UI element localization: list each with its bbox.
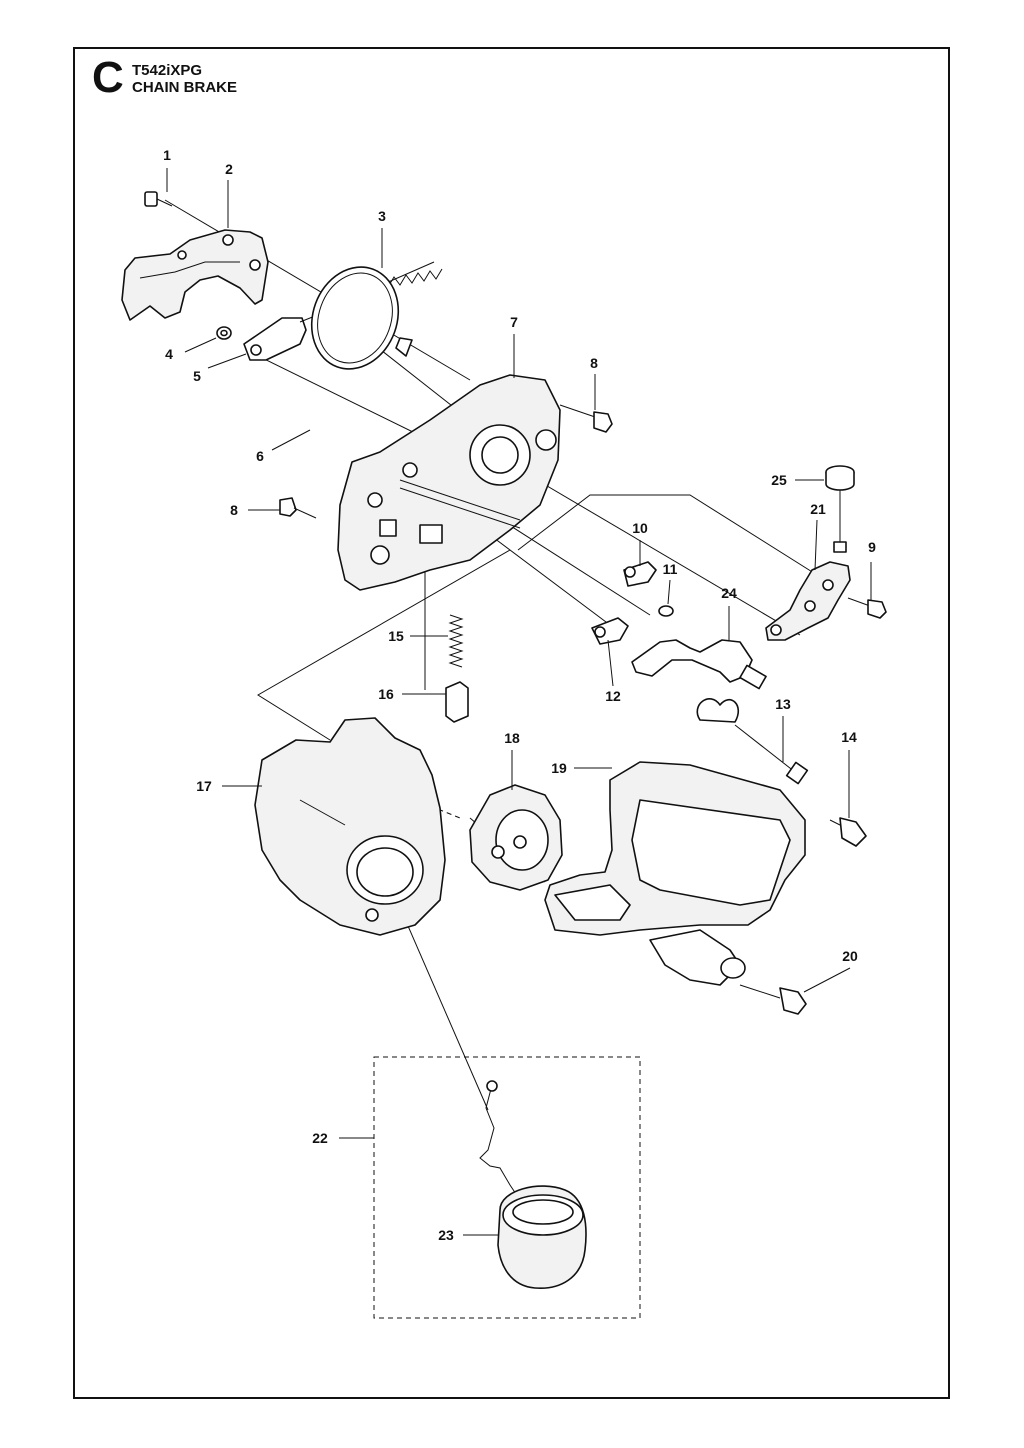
page-frame: [73, 47, 950, 1399]
callout-8-left: 8: [230, 502, 238, 518]
callout-11: 11: [663, 561, 678, 577]
callout-4: 4: [165, 346, 173, 362]
callout-22: 22: [312, 1130, 328, 1146]
part-1-screw: [144, 191, 173, 207]
callout-23: 23: [438, 1227, 454, 1243]
callout-17: 17: [196, 778, 212, 794]
part-22-oil-cap-assembly: [373, 1056, 641, 1319]
part-17-clutch-cover: [254, 717, 446, 936]
callout-15: 15: [388, 628, 404, 644]
part-20-screw: [739, 984, 807, 1015]
part-5-link: [243, 309, 331, 361]
callout-3: 3: [378, 208, 386, 224]
callout-1: 1: [163, 147, 171, 163]
callout-7: 7: [510, 314, 518, 330]
part-23-oil-cap: [497, 1185, 587, 1289]
part-11-washer: [658, 605, 674, 617]
part-7-housing: [337, 374, 561, 591]
part-6-brake-band: [310, 266, 413, 370]
callout-8-top: 8: [590, 355, 598, 371]
part-4-washer: [216, 326, 232, 340]
callout-24: 24: [721, 585, 737, 601]
part-25-bushing: [825, 465, 855, 553]
callout-10: 10: [632, 520, 648, 536]
part-21-lever-arm: [765, 561, 851, 641]
part-8-screw-left: [279, 497, 317, 519]
title-block: T542iXPG CHAIN BRAKE: [132, 62, 237, 96]
part-16-plug: [445, 681, 469, 723]
part-10-lever: [623, 561, 657, 587]
model-name: T542iXPG: [132, 62, 203, 79]
part-15-spring: [448, 614, 464, 668]
callout-6: 6: [256, 448, 264, 464]
part-9-screw: [847, 597, 887, 619]
callout-20: 20: [842, 948, 858, 964]
callout-2: 2: [225, 161, 233, 177]
callout-25: 25: [771, 472, 787, 488]
callout-leaders: [166, 168, 872, 1236]
callout-5: 5: [193, 368, 201, 384]
part-8-screw-top: [559, 404, 613, 433]
part-2-bracket: [121, 229, 269, 321]
callout-21: 21: [810, 501, 826, 517]
diagram-title: CHAIN BRAKE: [132, 79, 237, 96]
part-13-cable: [696, 698, 809, 785]
callout-14: 14: [841, 729, 857, 745]
callout-19: 19: [551, 760, 567, 776]
part-19-hand-guard: [544, 761, 806, 986]
callout-9: 9: [868, 539, 876, 555]
callout-16: 16: [378, 686, 394, 702]
callout-12: 12: [605, 688, 621, 704]
section-letter: C: [92, 53, 124, 102]
callout-labels: 1 2 3 4 5 6 7 8 8 9 10 11 12 13 14 15 16…: [163, 147, 876, 1243]
part-24-switch: [631, 639, 767, 690]
part-14-nut: [829, 817, 867, 847]
part-12-lever: [591, 617, 629, 645]
callout-13: 13: [775, 696, 791, 712]
callout-18: 18: [504, 730, 520, 746]
part-18-bearing-housing: [469, 784, 563, 891]
